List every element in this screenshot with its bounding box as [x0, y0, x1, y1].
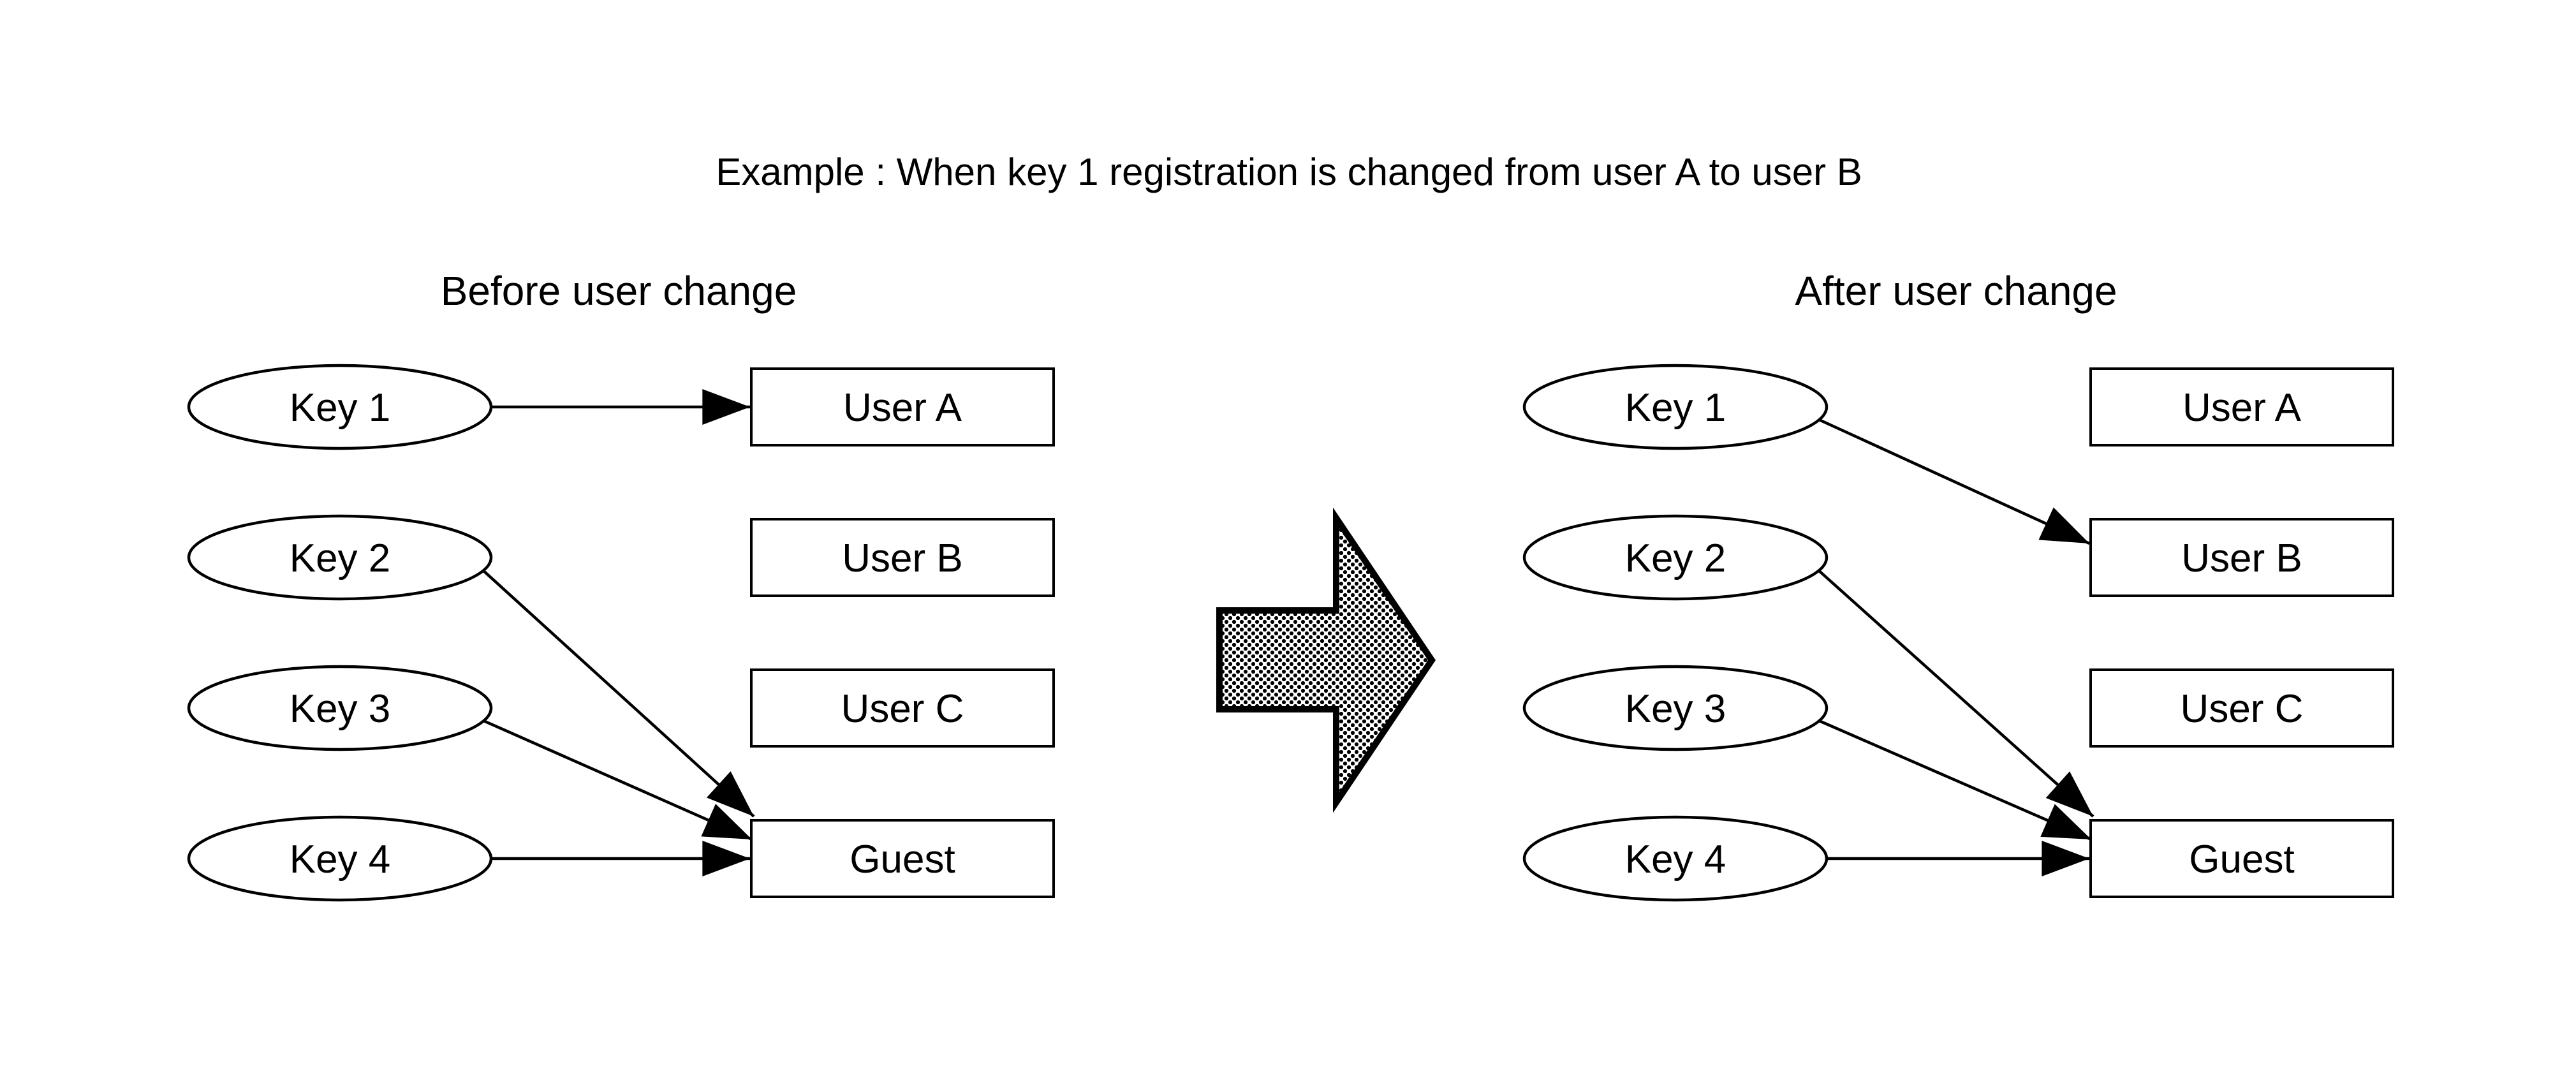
after-key-4-node [1522, 815, 1829, 902]
before-key-2-label: Key 2 [290, 536, 391, 580]
after-key-1-node [1522, 364, 1829, 450]
after-key-2-node [1522, 514, 1829, 601]
after-user-b-label: User B [2181, 536, 2302, 580]
after-key-3-node [1522, 665, 1829, 751]
before-key-4-label: Key 4 [290, 838, 391, 882]
after-guest-label: Guest [2189, 838, 2294, 882]
after-connector-key3-guest [1817, 718, 2092, 841]
before-guest-box [750, 819, 1055, 898]
after-user-b-box [2089, 518, 2394, 597]
before-key-1-label: Key 1 [290, 386, 391, 430]
before-user-c-box [750, 668, 1055, 748]
before-connector-key2-guest [481, 568, 755, 818]
after-user-c-label: User C [2181, 687, 2304, 731]
after-key-1-label: Key 1 [1625, 386, 1726, 430]
before-user-c-label: User C [841, 687, 964, 731]
after-connector-key2-guest [1816, 568, 2094, 818]
before-key-4-node [187, 815, 493, 902]
before-user-b-label: User B [842, 536, 962, 580]
before-panel-label: Before user change [441, 268, 797, 314]
before-user-a-box [750, 367, 1055, 447]
after-key-3-label: Key 3 [1625, 687, 1726, 731]
after-guest-box [2089, 819, 2394, 898]
figure-title: Example : When key 1 registration is cha… [716, 151, 1862, 193]
transition-arrow [1216, 507, 1436, 813]
before-key-2-node [187, 514, 493, 601]
before-key-3-node [187, 665, 493, 751]
after-key-4-label: Key 4 [1625, 838, 1726, 882]
after-user-a-box [2089, 367, 2394, 447]
before-key-1-node [187, 364, 493, 450]
panel-before: Before user change Key 1 Key 2 Key 3 Key… [187, 268, 1055, 902]
before-user-b-box [750, 518, 1055, 597]
before-guest-label: Guest [850, 838, 955, 882]
after-connector-key1-userb [1817, 417, 2090, 545]
after-user-c-box [2089, 668, 2394, 748]
after-panel-label: After user change [1795, 268, 2117, 314]
panel-after: After user change Key 1 Key 2 Key 3 Key … [1522, 268, 2394, 902]
before-user-a-label: User A [843, 386, 962, 430]
before-connector-key3-guest [482, 718, 753, 841]
after-key-2-label: Key 2 [1625, 536, 1726, 580]
before-key-3-label: Key 3 [290, 687, 391, 731]
after-user-a-label: User A [2182, 386, 2302, 430]
